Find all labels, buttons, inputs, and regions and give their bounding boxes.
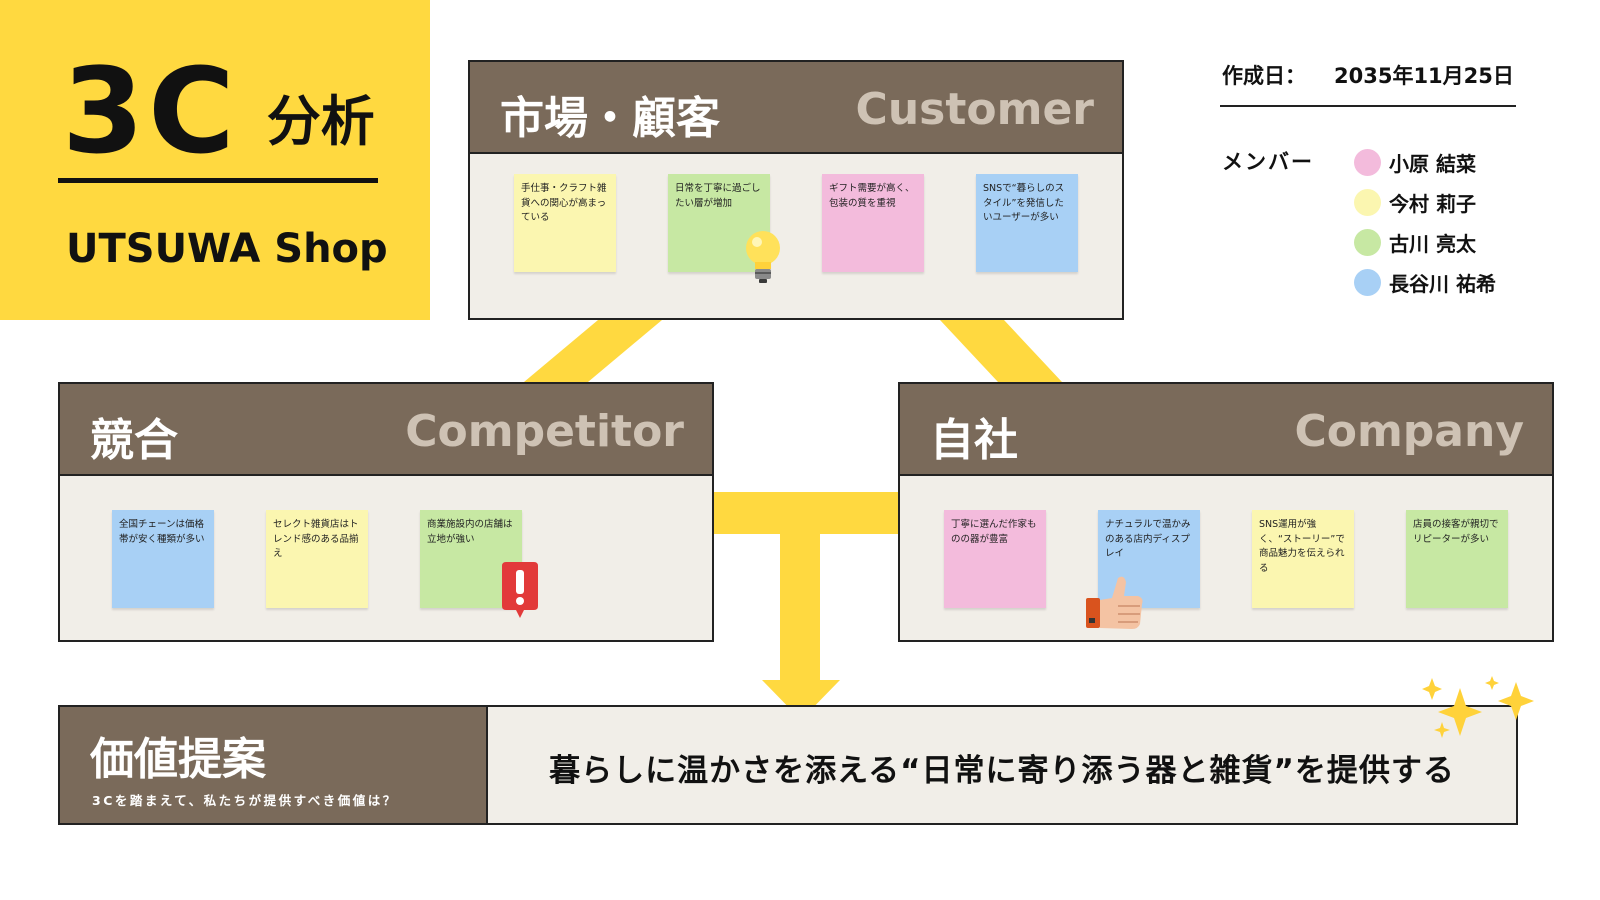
thumbs-up-icon	[1086, 576, 1143, 629]
created-date: 2035年11月25日	[1334, 64, 1514, 88]
title-3c: 3C	[62, 42, 239, 180]
value-prop-text[interactable]: 暮らしに温かさを添える“日常に寄り添う器と雑貨”を提供する	[549, 753, 1455, 789]
panel-competitor-header: 競合 Competitor	[60, 384, 712, 476]
sticky-note[interactable]: SNS運用が強く、“ストーリー”で商品魅力を伝えられる	[1252, 510, 1354, 608]
panel-competitor-en: Competitor	[405, 406, 684, 457]
sticky-note[interactable]: セレクト雑貨店はトレンド感のある品揃え	[266, 510, 368, 608]
member-color-dot	[1354, 189, 1381, 216]
member-color-dot	[1354, 149, 1381, 176]
title-block: 3C 分析 UTSUWA Shop	[0, 0, 430, 320]
member-name: 小原 結菜	[1389, 152, 1476, 176]
sticky-note[interactable]: ギフト需要が高く、包装の質を重視	[822, 174, 924, 272]
member-color-dot	[1354, 229, 1381, 256]
panel-customer-header: 市場・顧客 Customer	[470, 62, 1122, 154]
panel-competitor: 競合 Competitor 全国チェーンは価格帯が安く種類が多い セレクト雑貨店…	[58, 382, 714, 642]
meta-divider	[1220, 105, 1516, 107]
member-name: 古川 亮太	[1389, 232, 1476, 256]
date-label: 作成日：	[1222, 64, 1306, 88]
sticky-note[interactable]: 手仕事・クラフト雑貨への関心が高まっている	[514, 174, 616, 272]
sparkles-icon	[1422, 676, 1534, 738]
member-color-dot	[1354, 269, 1381, 296]
panel-competitor-title: 競合	[90, 415, 178, 466]
panel-company-title: 自社	[930, 415, 1018, 466]
connector-customer-competitor	[524, 320, 662, 382]
title-analysis: 分析	[266, 90, 375, 153]
title-divider	[58, 178, 378, 183]
panel-company-header: 自社 Company	[900, 384, 1552, 476]
sticky-note[interactable]: 全国チェーンは価格帯が安く種類が多い	[112, 510, 214, 608]
panel-company-en: Company	[1294, 406, 1524, 457]
connector-customer-company	[940, 320, 1062, 382]
member-item: 今村 莉子	[1354, 188, 1476, 217]
shop-name: UTSUWA Shop	[66, 226, 388, 272]
panel-customer-title: 市場・顧客	[500, 93, 720, 144]
arrow-down-icon	[762, 680, 840, 720]
exclamation-icon	[502, 562, 538, 618]
sticky-note[interactable]: 店員の接客が親切でリピーターが多い	[1406, 510, 1508, 608]
members-label: メンバー	[1222, 150, 1314, 174]
member-name: 今村 莉子	[1389, 192, 1476, 216]
value-prop-subtitle: 3Cを踏まえて、私たちが提供すべき価値は？	[92, 793, 398, 808]
sticky-note[interactable]: SNSで“暮らしのスタイル”を発信したいユーザーが多い	[976, 174, 1078, 272]
member-item: 小原 結菜	[1354, 148, 1476, 177]
member-item: 古川 亮太	[1354, 228, 1476, 257]
lightbulb-icon	[746, 231, 780, 283]
page-title: 3C 分析	[62, 52, 375, 170]
panel-customer: 市場・顧客 Customer 手仕事・クラフト雑貨への関心が高まっている 日常を…	[468, 60, 1124, 320]
member-name: 長谷川 祐希	[1389, 272, 1496, 296]
sticky-note[interactable]: 丁寧に選んだ作家ものの器が豊富	[944, 510, 1046, 608]
value-prop-header: 価値提案 3Cを踏まえて、私たちが提供すべき価値は？	[58, 705, 488, 825]
value-prop-body: 暮らしに温かさを添える“日常に寄り添う器と雑貨”を提供する	[486, 705, 1518, 825]
connector-vertical	[780, 492, 820, 682]
panel-company: 自社 Company 丁寧に選んだ作家ものの器が豊富 ナチュラルで温かみのある店…	[898, 382, 1554, 642]
value-prop-title: 価値提案	[90, 734, 266, 785]
member-item: 長谷川 祐希	[1354, 268, 1496, 297]
panel-customer-en: Customer	[855, 84, 1094, 135]
